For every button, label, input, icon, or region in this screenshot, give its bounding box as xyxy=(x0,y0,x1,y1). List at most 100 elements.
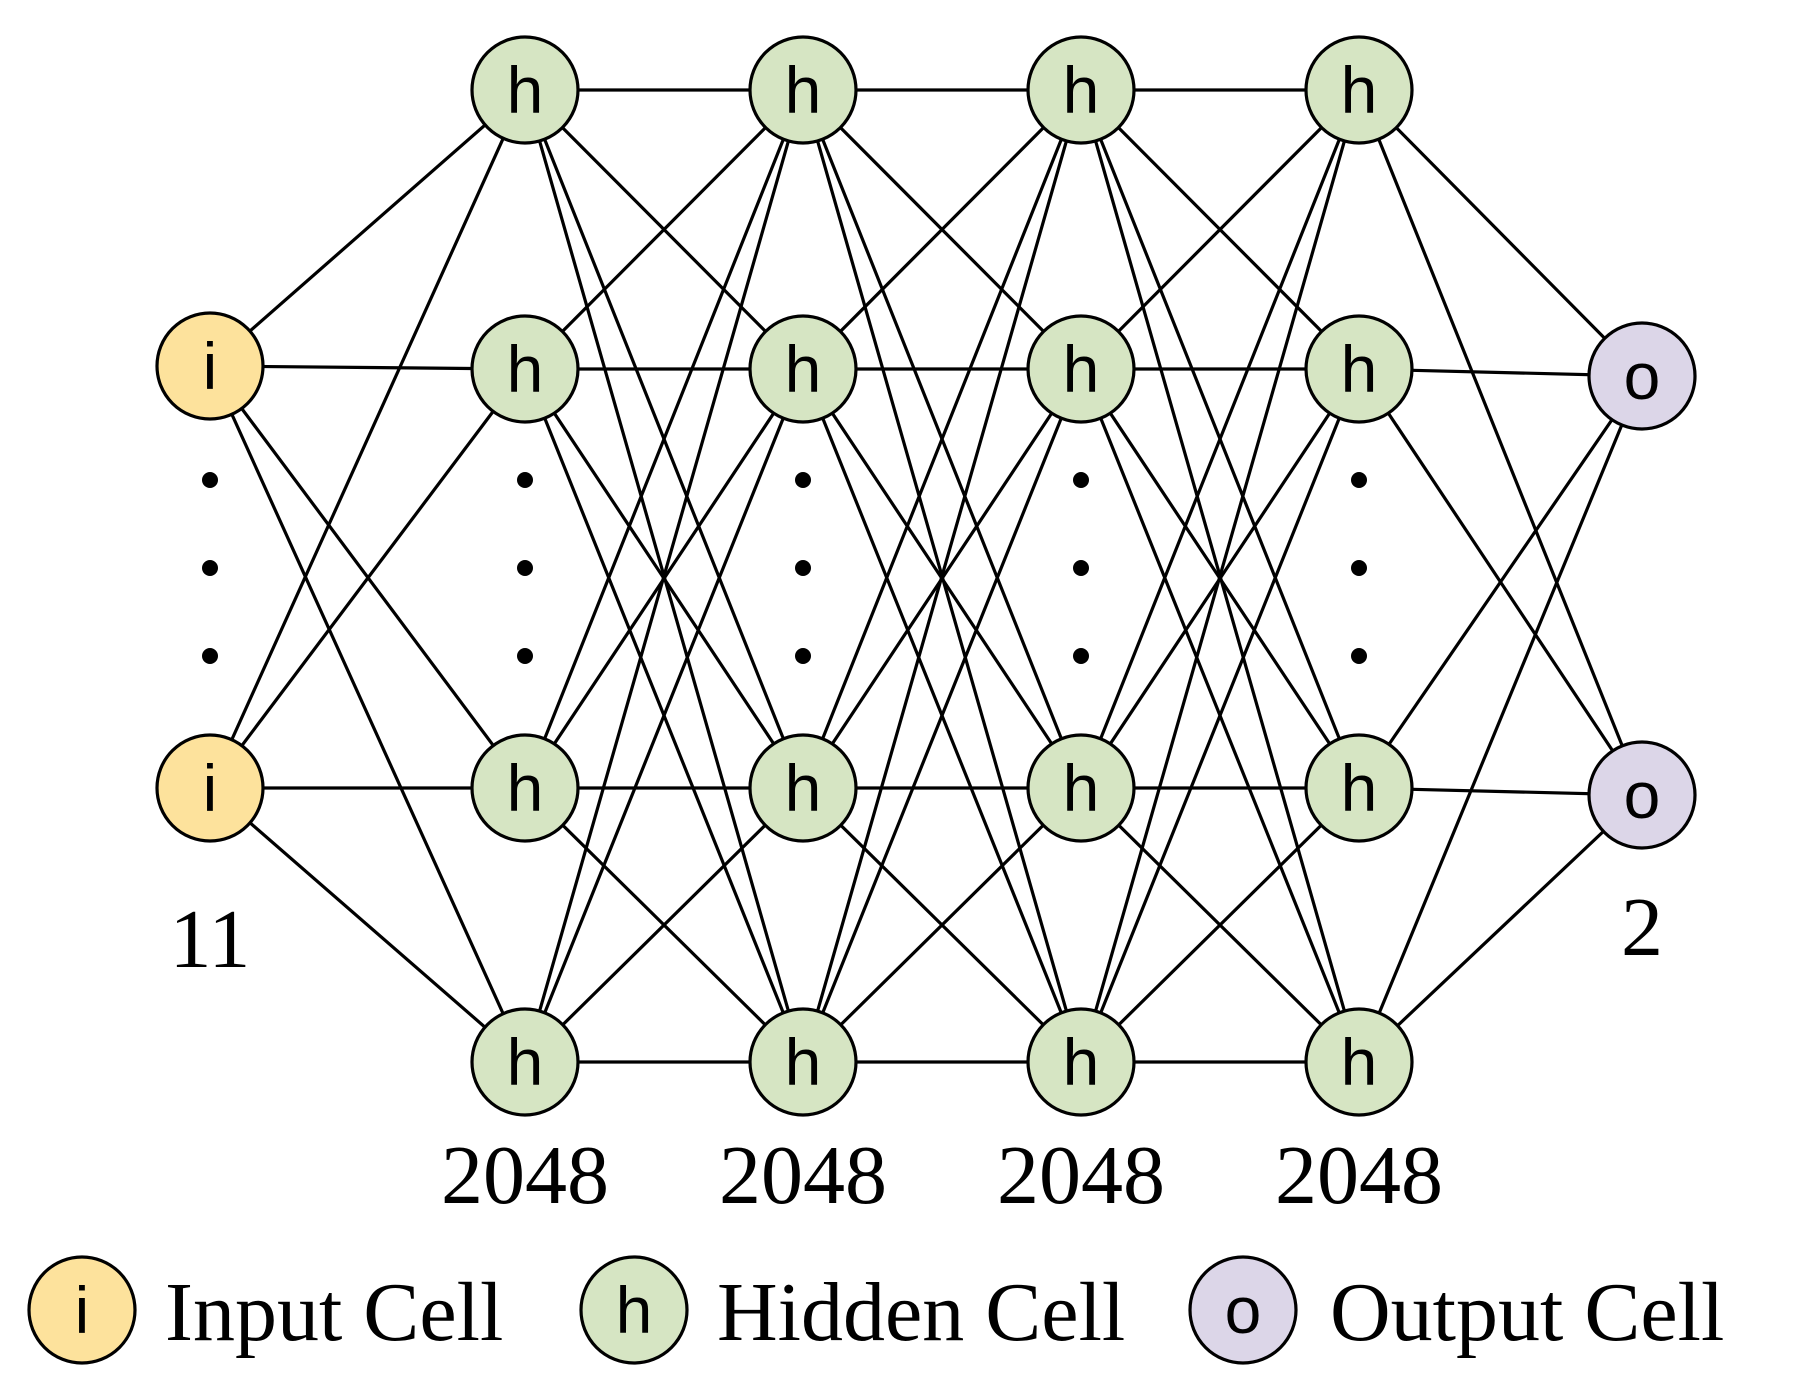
edge-l0n0-l1n0 xyxy=(208,88,527,368)
hidden-cell-circle xyxy=(1026,733,1136,843)
hidden-cell-letter: h xyxy=(785,332,822,406)
edge-l4n3-l5n0 xyxy=(1357,375,1644,1063)
edge-l3n1-l4n0 xyxy=(1079,88,1361,371)
input-cell-letter: i xyxy=(203,751,218,825)
ellipsis-dot xyxy=(1351,472,1367,488)
hidden-cell-node: h xyxy=(470,35,580,145)
ellipsis-dot xyxy=(1073,648,1089,664)
legend-output-label: Output Cell xyxy=(1330,1266,1724,1359)
hidden-cell-circle xyxy=(470,1007,580,1117)
layer-size-label: 2048 xyxy=(441,1129,609,1222)
edge-l4n2-l5n0 xyxy=(1357,375,1644,789)
hidden-cell-circle xyxy=(748,1007,858,1117)
hidden-cell-node: h xyxy=(470,733,580,843)
ellipsis-dot xyxy=(517,560,533,576)
edge-l4n0-l5n0 xyxy=(1357,88,1644,378)
edge-l3n3-l4n0 xyxy=(1079,89,1361,1063)
connections xyxy=(208,88,1644,1064)
edge-l3n2-l4n0 xyxy=(1079,89,1361,789)
hidden-cell-circle xyxy=(470,314,580,424)
edge-l2n2-l3n0 xyxy=(801,89,1083,789)
layer-size-label: 2 xyxy=(1621,881,1663,974)
legend-hidden-letter: h xyxy=(616,1273,653,1347)
edge-l0n1-l1n1 xyxy=(208,368,527,789)
edge-l1n3-l2n0 xyxy=(523,89,805,1063)
input-cell-circle xyxy=(155,311,265,421)
hidden-cell-circle xyxy=(748,314,858,424)
ellipsis-dot xyxy=(1351,560,1367,576)
hidden-cell-circle xyxy=(1304,1007,1414,1117)
hidden-cell-letter: h xyxy=(785,751,822,825)
edge-l3n3-l4n1 xyxy=(1079,368,1361,1063)
input-cell-letter: i xyxy=(203,329,218,403)
hidden-cell-node: h xyxy=(470,314,580,424)
ellipsis-dot xyxy=(202,472,218,488)
hidden-cell-node: h xyxy=(1026,733,1136,843)
hidden-cell-node: h xyxy=(470,1007,580,1117)
edge-l1n3-l2n1 xyxy=(523,368,805,1063)
hidden-cell-node: h xyxy=(748,1007,858,1117)
legend-hidden-label: Hidden Cell xyxy=(717,1266,1125,1359)
legend-input-letter: i xyxy=(75,1273,90,1347)
hidden-cell-node: h xyxy=(1304,733,1414,843)
hidden-cell-letter: h xyxy=(507,1025,544,1099)
hidden-cell-node: h xyxy=(1304,35,1414,145)
edge-l0n0-l1n3 xyxy=(208,365,527,1063)
output-cell-node: o xyxy=(1587,740,1697,850)
layer-size-label: 2048 xyxy=(719,1129,887,1222)
ellipsis-dot xyxy=(1351,648,1367,664)
hidden-cell-letter: h xyxy=(785,1025,822,1099)
ellipsis-dot xyxy=(795,560,811,576)
ellipsis-dot xyxy=(202,560,218,576)
legend-item-output: o Output Cell xyxy=(1188,1255,1724,1365)
hidden-cell-node: h xyxy=(1026,1007,1136,1117)
hidden-cell-circle xyxy=(470,733,580,843)
hidden-cell-node: h xyxy=(1304,1007,1414,1117)
hidden-cell-node: h xyxy=(748,314,858,424)
hidden-cell-letter: h xyxy=(1341,1025,1378,1099)
ellipsis-dot xyxy=(795,472,811,488)
edge-l1n1-l2n0 xyxy=(523,88,805,371)
edge-l1n3-l2n2 xyxy=(523,786,805,1064)
ellipsis-dot xyxy=(1073,560,1089,576)
output-cell-circle xyxy=(1587,321,1697,431)
hidden-cell-circle xyxy=(1026,314,1136,424)
edge-l2n3-l3n2 xyxy=(801,786,1083,1064)
legend-output-swatch xyxy=(1188,1255,1298,1365)
hidden-cell-circle xyxy=(1026,35,1136,145)
hidden-cell-node: h xyxy=(748,733,858,843)
hidden-cell-letter: h xyxy=(1341,751,1378,825)
hidden-cell-circle xyxy=(470,35,580,145)
ellipsis-dot xyxy=(1073,472,1089,488)
legend-input-swatch xyxy=(27,1255,137,1365)
hidden-cell-letter: h xyxy=(1063,332,1100,406)
edge-l0n1-l1n0 xyxy=(208,89,527,789)
hidden-cell-letter: h xyxy=(507,751,544,825)
ellipsis-dot xyxy=(795,648,811,664)
edge-l2n3-l3n1 xyxy=(801,368,1083,1063)
legend-item-hidden: h Hidden Cell xyxy=(579,1255,1125,1365)
hidden-cell-circle xyxy=(1026,1007,1136,1117)
ellipsis-dot xyxy=(517,472,533,488)
edge-l4n0-l5n1 xyxy=(1357,89,1644,796)
hidden-cell-node: h xyxy=(1026,35,1136,145)
hidden-cell-circle xyxy=(748,35,858,145)
output-cell-letter: o xyxy=(1624,339,1661,413)
hidden-cell-node: h xyxy=(1026,314,1136,424)
hidden-cell-letter: h xyxy=(507,53,544,127)
edge-l4n3-l5n1 xyxy=(1357,793,1644,1064)
hidden-cell-node: h xyxy=(1304,314,1414,424)
ellipsis-dot xyxy=(517,648,533,664)
hidden-cell-letter: h xyxy=(1063,1025,1100,1099)
edge-l2n3-l3n0 xyxy=(801,89,1083,1063)
layer-size-label: 11 xyxy=(170,893,251,986)
output-cell-circle xyxy=(1587,740,1697,850)
edge-l2n1-l3n0 xyxy=(801,88,1083,371)
legend-output-letter: o xyxy=(1225,1273,1262,1347)
edge-l0n1-l1n3 xyxy=(208,786,527,1064)
legend-hidden-swatch xyxy=(579,1255,689,1365)
input-cell-circle xyxy=(155,733,265,843)
